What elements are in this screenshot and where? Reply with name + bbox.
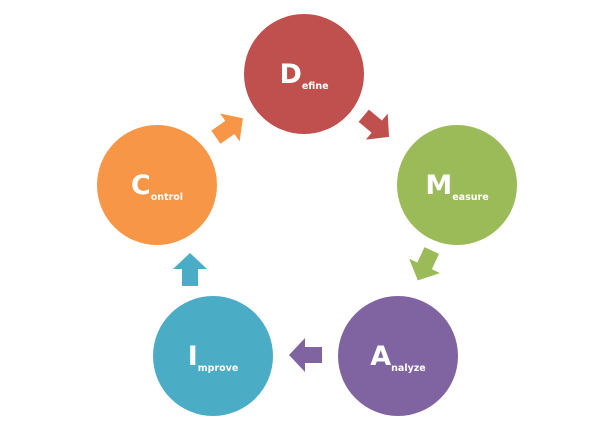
step-label: mprove (197, 362, 239, 374)
step-label: efine (301, 80, 329, 92)
arrow-define-to-measure-icon (358, 109, 390, 140)
step-initial: I (187, 340, 198, 372)
step-initial: M (425, 169, 453, 201)
arrow-control-to-define-icon (211, 113, 243, 144)
step-label: ontrol (150, 191, 184, 203)
step-initial: D (279, 58, 302, 90)
step-label: easure (452, 191, 489, 203)
step-label: nalyze (391, 362, 426, 374)
arrow-measure-to-analyze-icon (409, 247, 440, 281)
arrow-analyze-to-improve-icon (289, 338, 322, 372)
step-initial: A (370, 340, 392, 372)
step-initial: C (130, 169, 151, 201)
arrow-improve-to-control-icon (173, 253, 207, 286)
